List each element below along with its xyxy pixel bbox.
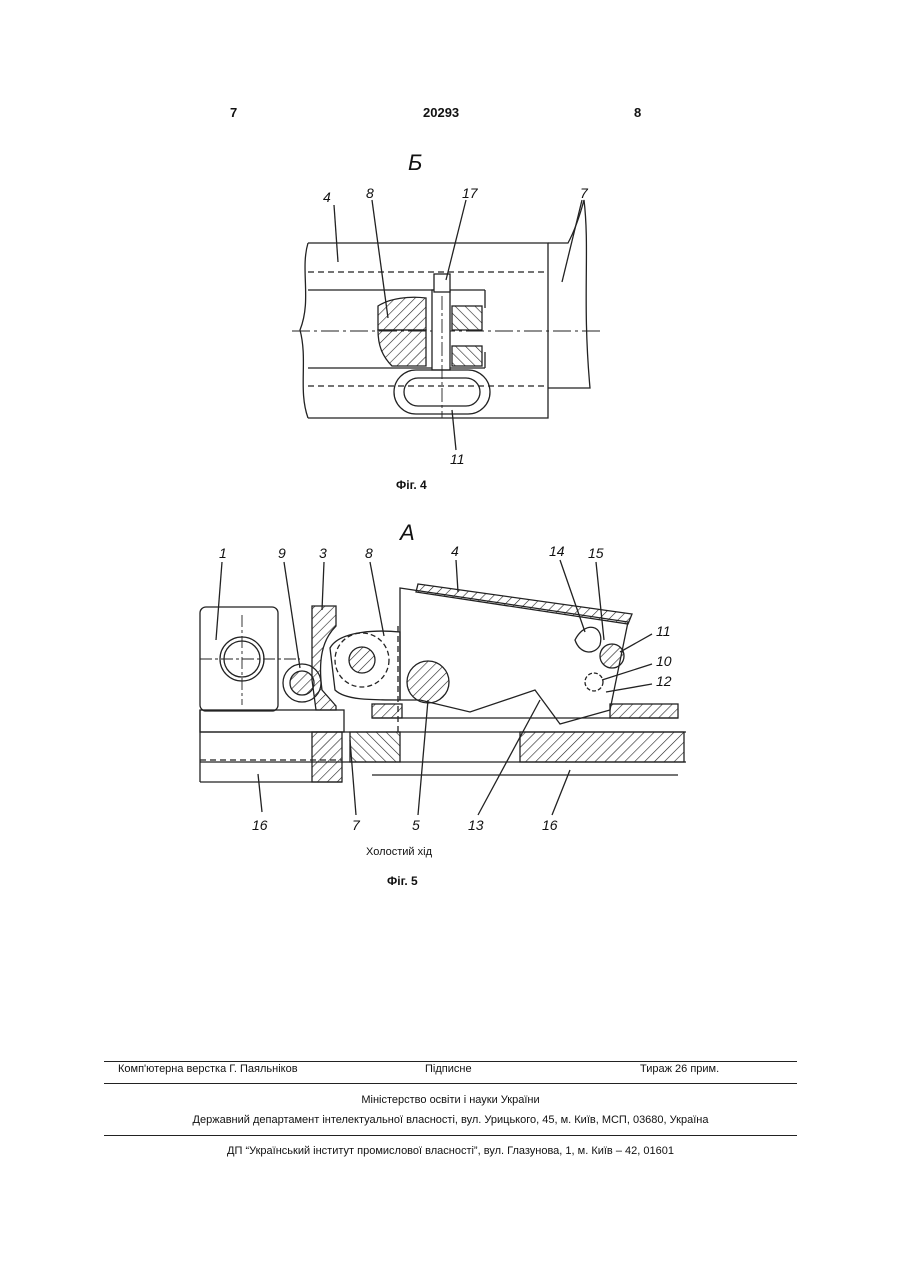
footer-rule-bottom	[104, 1135, 797, 1136]
footer-rule-top	[104, 1061, 797, 1062]
fig5-label-7: 7	[352, 817, 361, 833]
fig5-label-5: 5	[412, 817, 420, 833]
fig5-label-12: 12	[656, 673, 672, 689]
footer-signed: Підписне	[425, 1063, 472, 1075]
fig5-label-1: 1	[219, 545, 227, 561]
fig5-caption: Фіг. 5	[387, 874, 418, 888]
fig5-label-11: 11	[656, 623, 671, 639]
footer-department: Державний департамент інтелектуальної вл…	[104, 1114, 797, 1126]
fig5-label-16b: 16	[542, 817, 558, 833]
footer-ministry: Міністерство освіти і науки України	[104, 1094, 797, 1106]
fig5-label-10: 10	[656, 653, 672, 669]
footer-circulation: Тираж 26 прим.	[640, 1063, 719, 1075]
fig5-label-8: 8	[365, 545, 373, 561]
fig4-label-17: 17	[462, 185, 479, 201]
footer-institute: ДП “Український інститут промислової вла…	[104, 1145, 797, 1157]
fig5-label-9: 9	[278, 545, 286, 561]
fig4-caption: Фіг. 4	[396, 478, 427, 492]
fig4-drawing	[292, 200, 600, 450]
fig4-view-label: Б	[408, 150, 422, 175]
fig4-label-7: 7	[580, 185, 589, 201]
fig5-label-4: 4	[451, 543, 459, 559]
fig5-view-label: А	[398, 520, 415, 545]
fig4-label-4: 4	[323, 189, 331, 205]
fig5-label-14: 14	[549, 543, 565, 559]
fig5-label-16a: 16	[252, 817, 268, 833]
fig5-subcaption: Холостий хід	[366, 846, 432, 858]
fig5-label-15: 15	[588, 545, 604, 561]
footer-rule-middle	[104, 1083, 797, 1084]
fig4-label-8: 8	[366, 185, 374, 201]
fig5-label-13: 13	[468, 817, 484, 833]
fig4-label-11: 11	[450, 451, 465, 467]
fig5-drawing	[200, 560, 686, 815]
fig5-label-3: 3	[319, 545, 327, 561]
footer-typesetting: Комп'ютерна верстка Г. Паяльніков	[118, 1063, 298, 1075]
